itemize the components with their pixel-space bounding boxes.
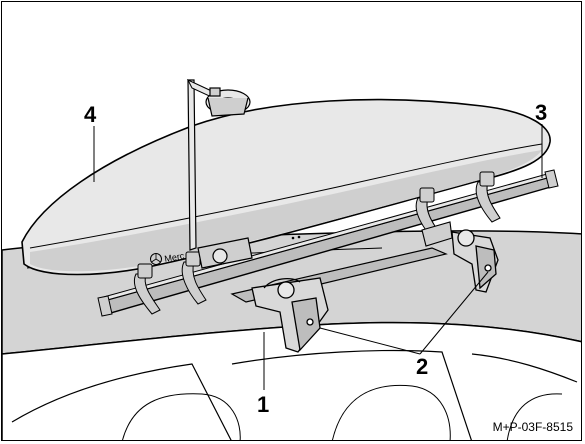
brand-emblem-icon bbox=[150, 253, 162, 265]
callout-1: 1 bbox=[257, 392, 270, 417]
strap-left-2 bbox=[181, 251, 207, 305]
steering-hint bbox=[506, 393, 563, 440]
frame-holder-post bbox=[187, 79, 197, 251]
callout-line-2a bbox=[319, 327, 421, 355]
callout-4: 4 bbox=[84, 102, 97, 127]
callout-3: 3 bbox=[535, 100, 548, 125]
foot-rear bbox=[451, 229, 499, 293]
foot-front bbox=[251, 277, 329, 353]
roof-box-lower-shade bbox=[30, 150, 542, 272]
strap-left-1 bbox=[134, 263, 161, 315]
brand-emblem-star bbox=[151, 254, 161, 263]
box-dot bbox=[297, 235, 301, 239]
figure-code: M+P-03F-8515 bbox=[492, 420, 573, 434]
frame-clamp bbox=[205, 87, 251, 117]
callout-line-2b bbox=[419, 271, 489, 355]
box-dot bbox=[291, 236, 295, 240]
rail-fastener bbox=[421, 221, 453, 247]
strap-right-2 bbox=[475, 171, 501, 223]
roof-box-lid-seam bbox=[29, 143, 543, 249]
brand-text: Merc bbox=[164, 251, 186, 264]
seat-outline bbox=[122, 393, 241, 440]
window-frame-right bbox=[471, 353, 578, 383]
seat-outline-2 bbox=[332, 384, 451, 440]
callout-2: 2 bbox=[416, 354, 429, 379]
carrier-rail-end-left bbox=[97, 295, 113, 317]
carrier-rail-end-right bbox=[544, 169, 559, 189]
window-frame-left bbox=[11, 363, 232, 440]
frame-holder-base bbox=[197, 237, 253, 269]
window-frame-mid bbox=[231, 349, 472, 440]
